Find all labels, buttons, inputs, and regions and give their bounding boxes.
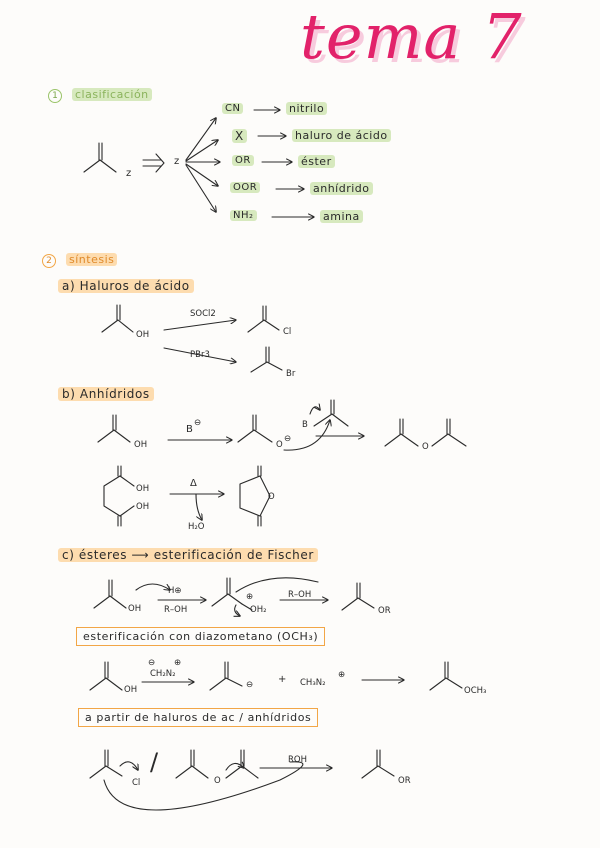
bridging-o-e: O xyxy=(214,776,221,786)
z-label-right: z xyxy=(174,156,180,167)
fan-arrows-icon xyxy=(185,118,220,212)
bridging-o-label: O xyxy=(422,442,429,452)
product-amina: amina xyxy=(320,210,363,223)
pbr3-arrow-icon xyxy=(163,347,236,362)
attack-arrow-icon xyxy=(283,420,330,451)
cyclic-anhydride-icon xyxy=(239,465,271,527)
acyl-bromide-icon xyxy=(250,346,283,373)
section-2-number: 2 xyxy=(42,254,56,268)
oh-label-b1: OH xyxy=(136,484,150,494)
roh-reagent-label: ROH xyxy=(288,755,307,765)
chloride-leave-arrow-icon xyxy=(119,761,138,770)
page-title: tema 7 xyxy=(300,0,523,73)
r-oh-label-2: R–OH xyxy=(288,590,312,600)
base-minus-charge: ⊖ xyxy=(194,418,202,428)
oh-label-b2: OH xyxy=(136,502,150,512)
oh-label-c: OH xyxy=(128,604,142,614)
carboxylate-minus-d: ⊖ xyxy=(246,680,254,690)
product-cl-label: Cl xyxy=(283,327,292,337)
group-oor: OOR xyxy=(230,182,261,193)
product-br-label: Br xyxy=(286,369,296,379)
slash-separator: / xyxy=(150,748,159,776)
o-minus-charge: ⊖ xyxy=(284,434,292,444)
group-x: X xyxy=(232,129,247,143)
carboxylic-acid-d-icon xyxy=(89,661,123,691)
plus-charge-label: ⊕ xyxy=(174,658,182,668)
product-nitrilo: nitrilo xyxy=(286,102,328,115)
group-or: OR xyxy=(232,155,254,166)
oh2-plus-charge: ⊕ xyxy=(246,592,254,602)
oh2-label: OH₂ xyxy=(250,605,267,615)
carboxylic-acid-c-icon xyxy=(93,579,127,609)
r-oh-label: R–OH xyxy=(164,605,188,615)
reagent-socl2: SOCl2 xyxy=(190,309,216,319)
reagent-pbr3: PBr3 xyxy=(190,350,210,360)
group-nh2: NH₂ xyxy=(230,210,257,221)
methyl-ester-icon xyxy=(429,661,463,691)
carboxylate-icon xyxy=(237,414,273,443)
protonation-arrow-icon xyxy=(135,583,170,590)
acylating-agent-icon xyxy=(313,399,349,427)
group-cn: CN xyxy=(222,103,244,114)
water-loss-arrow-icon xyxy=(195,493,202,520)
dicarboxylic-acid-icon xyxy=(103,465,135,527)
och3-label: OCH₃ xyxy=(464,686,487,696)
ester-e-icon xyxy=(361,749,395,779)
delta-label: Δ xyxy=(190,478,197,489)
water-label: H₂O xyxy=(188,522,205,532)
product-or-label: OR xyxy=(378,606,391,616)
oh-label-a: OH xyxy=(136,330,150,340)
section-1-label: clasificación xyxy=(72,88,152,101)
carboxylic-acid-b-icon xyxy=(97,414,131,443)
water-leave-arrow-icon xyxy=(235,604,240,616)
leaving-group-b: B xyxy=(302,420,308,430)
plus-sign: + xyxy=(278,674,287,685)
leaving-arrow-icon xyxy=(309,407,320,415)
subsection-b-title: b) Anhídridos xyxy=(58,387,154,401)
base-label: B xyxy=(186,424,193,435)
ch3n2-plus-charge: ⊕ xyxy=(338,670,346,680)
product-anhidrido: anhídrido xyxy=(310,182,373,195)
acyl-chloride-e-icon xyxy=(89,749,123,779)
big-attack-curve-icon xyxy=(103,761,304,811)
cl-label-e: Cl xyxy=(132,778,141,788)
subsection-a-title: a) Haluros de ácido xyxy=(58,279,194,293)
ring-o-label: O xyxy=(268,492,275,502)
ch3n2-label: CH₃N₂ xyxy=(300,678,326,688)
ch2n2-label: CH₂N₂ xyxy=(150,669,176,679)
product-ester: éster xyxy=(298,155,335,168)
section-1-number: 1 xyxy=(48,89,62,103)
minus-charge-label: ⊖ xyxy=(148,658,156,668)
anhydride-icon xyxy=(384,418,467,447)
carboxylate-leave-arrow-icon xyxy=(225,763,244,771)
implies-arrow-icon xyxy=(142,153,165,173)
final-or-label: OR xyxy=(398,776,411,786)
group-product-arrows-icon xyxy=(253,110,314,217)
attack-arrow-c-icon xyxy=(235,577,319,593)
ester-c-icon xyxy=(341,582,375,611)
oh-label-b: OH xyxy=(134,440,148,450)
product-haluro: haluro de ácido xyxy=(292,129,391,142)
diazomethane-box: esterificación con diazometano (OCH₃) xyxy=(76,627,326,646)
socl2-arrow-icon xyxy=(163,320,236,331)
protonated-intermediate-icon xyxy=(211,577,253,611)
section-2-label: síntesis xyxy=(66,253,118,266)
oh-label-d: OH xyxy=(124,685,138,695)
h-plus-label: H⊕ xyxy=(168,586,182,596)
z-substituent-label: z xyxy=(126,168,132,179)
haluros-anhidridos-box: a partir de haluros de ac / anhídridos xyxy=(78,708,319,727)
carbonyl-skeleton-icon xyxy=(83,142,117,173)
o-label-b: O xyxy=(276,440,283,450)
carboxylate-d-icon xyxy=(209,661,243,691)
carboxylic-acid-a-icon xyxy=(101,304,134,333)
subsection-c-title: c) ésteres ⟶ esterificación de Fischer xyxy=(58,548,318,562)
anhydride-e-icon xyxy=(175,749,259,779)
acyl-chloride-icon xyxy=(247,305,280,333)
